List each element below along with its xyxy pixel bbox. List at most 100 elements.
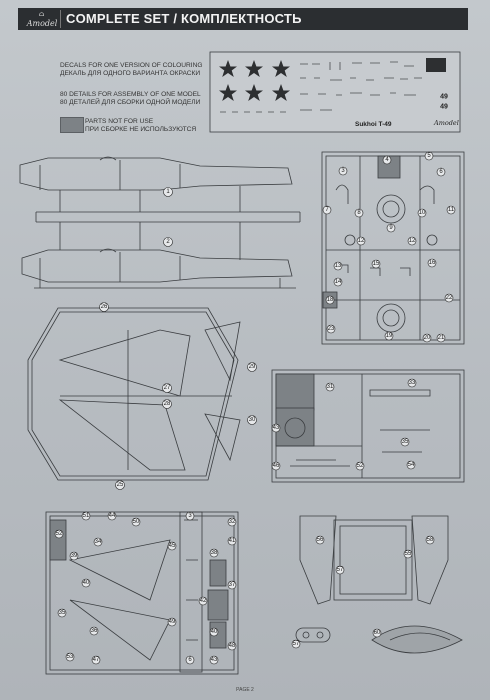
decal-number-labels: 49 49: [440, 94, 448, 111]
fuselage-labels: 1 2: [163, 187, 173, 247]
svg-text:46: 46: [273, 463, 280, 469]
parts-info-en: 80 DETAILS FOR ASSEMBLY OF ONE MODEL: [60, 91, 201, 98]
svg-text:40: 40: [211, 629, 218, 635]
decal-model-name: Sukhoi T-49: [355, 121, 392, 128]
svg-text:43: 43: [273, 425, 280, 431]
svg-text:12: 12: [409, 238, 416, 244]
small-part-labels: 4 3 5 6 7 8 9 10 11 12 12 13 15 14 16 18…: [322, 151, 456, 343]
decals-info-ru: ДЕКАЛЬ ДЛЯ ОДНОГО ВАРИАНТА ОКРАСКИ: [60, 70, 201, 77]
decals-info: DECALS FOR ONE VERSION OF COLOURING ДЕКА…: [60, 62, 203, 78]
not-for-use-en: PARTS NOT FOR USE: [85, 118, 154, 125]
svg-text:6: 6: [188, 657, 192, 663]
svg-text:50: 50: [133, 519, 140, 525]
not-for-use-swatch: [60, 117, 84, 133]
svg-text:27: 27: [164, 385, 171, 391]
decals-info-en: DECALS FOR ONE VERSION OF COLOURING: [60, 62, 203, 69]
svg-text:38: 38: [211, 550, 218, 556]
svg-text:57: 57: [293, 641, 300, 647]
wing-labels: 26 27 28 29 30 25: [99, 302, 257, 490]
svg-text:56: 56: [317, 537, 324, 543]
svg-text:3: 3: [188, 513, 192, 519]
svg-text:23: 23: [328, 326, 335, 332]
tail-parts-sprue: [45, 511, 239, 675]
svg-text:16: 16: [429, 260, 436, 266]
svg-text:13: 13: [335, 263, 342, 269]
svg-text:49: 49: [169, 619, 176, 625]
svg-text:32: 32: [229, 519, 236, 525]
svg-text:7: 7: [325, 207, 329, 213]
clear-parts-sprue: [295, 515, 463, 654]
logo-text: Amodel: [26, 19, 58, 28]
svg-text:49: 49: [440, 104, 448, 111]
parts-info-ru: 80 ДЕТАЛЕЙ ДЛЯ СБОРКИ ОДНОЙ МОДЕЛИ: [60, 99, 201, 106]
svg-text:35: 35: [59, 610, 66, 616]
svg-text:54: 54: [408, 462, 415, 468]
svg-text:8: 8: [357, 210, 361, 216]
svg-text:19: 19: [386, 333, 393, 339]
svg-text:6: 6: [439, 169, 443, 175]
canopy-frame-labels: 31 33 35 43 46 52 54: [271, 378, 417, 471]
svg-text:21: 21: [438, 335, 445, 341]
svg-text:11: 11: [448, 207, 455, 213]
small-parts-sprue: [321, 151, 465, 345]
svg-text:49: 49: [440, 94, 448, 101]
decal-stars: [219, 58, 446, 101]
svg-text:44: 44: [109, 513, 116, 519]
svg-text:47: 47: [93, 657, 100, 663]
svg-text:14: 14: [335, 279, 342, 285]
svg-text:34: 34: [95, 539, 102, 545]
decal-brand: Amodel: [434, 119, 459, 127]
svg-text:25: 25: [117, 482, 124, 488]
fuselage-sprue: [19, 156, 301, 289]
svg-text:33: 33: [409, 380, 416, 386]
svg-text:20: 20: [424, 335, 431, 341]
svg-text:40: 40: [83, 580, 90, 586]
svg-text:9: 9: [389, 225, 393, 231]
svg-text:4: 4: [385, 157, 389, 163]
wing-sprue: [27, 307, 241, 481]
svg-text:15: 15: [373, 261, 380, 267]
part-numbers: 1 2 26 27 28 29 30 25 4 3 5 6 7 8 9 10: [54, 94, 456, 665]
page-header: ⌂ Amodel COMPLETE SET / КОМПЛЕКТНОСТЬ: [18, 8, 468, 30]
tail-part-labels: 51 44 50 52 3 32 34 45 39 41 38 37 40 42…: [54, 511, 237, 665]
decal-small-marks: [220, 61, 422, 113]
svg-text:28: 28: [164, 401, 171, 407]
svg-text:5: 5: [427, 153, 431, 159]
svg-text:37: 37: [229, 582, 236, 588]
svg-text:39: 39: [71, 553, 78, 559]
logo-mark-icon: ⌂: [38, 10, 46, 18]
svg-text:12: 12: [358, 238, 365, 244]
brand-logo: ⌂ Amodel: [24, 10, 61, 28]
svg-text:41: 41: [229, 538, 236, 544]
svg-text:42: 42: [200, 598, 207, 604]
svg-text:18: 18: [327, 297, 334, 303]
svg-text:43: 43: [211, 657, 218, 663]
svg-text:60: 60: [374, 630, 381, 636]
page-title: COMPLETE SET / КОМПЛЕКТНОСТЬ: [66, 11, 302, 26]
svg-text:48: 48: [229, 643, 236, 649]
clear-part-labels: 56 58 55 57 57 60: [291, 535, 435, 649]
svg-text:51: 51: [83, 513, 90, 519]
svg-text:53: 53: [67, 654, 74, 660]
svg-text:3: 3: [341, 168, 345, 174]
svg-text:57: 57: [337, 567, 344, 573]
svg-text:26: 26: [101, 304, 108, 310]
page-footer: PAGE 2: [236, 687, 254, 693]
parts-info: 80 DETAILS FOR ASSEMBLY OF ONE MODEL 80 …: [60, 91, 201, 107]
label-1: 1: [166, 189, 170, 195]
svg-text:58: 58: [427, 537, 434, 543]
svg-text:36: 36: [91, 628, 98, 634]
svg-text:29: 29: [249, 364, 256, 370]
canopy-frame-sprue: [271, 369, 465, 483]
svg-text:52: 52: [357, 463, 364, 469]
svg-text:55: 55: [405, 551, 412, 557]
svg-text:10: 10: [419, 210, 426, 216]
svg-text:31: 31: [327, 384, 334, 390]
not-for-use-ru: ПРИ СБОРКЕ НЕ ИСПОЛЬЗУЮТСЯ: [85, 126, 197, 133]
svg-text:22: 22: [446, 295, 453, 301]
svg-text:52: 52: [56, 531, 63, 537]
svg-text:45: 45: [169, 543, 176, 549]
svg-text:30: 30: [249, 417, 256, 423]
